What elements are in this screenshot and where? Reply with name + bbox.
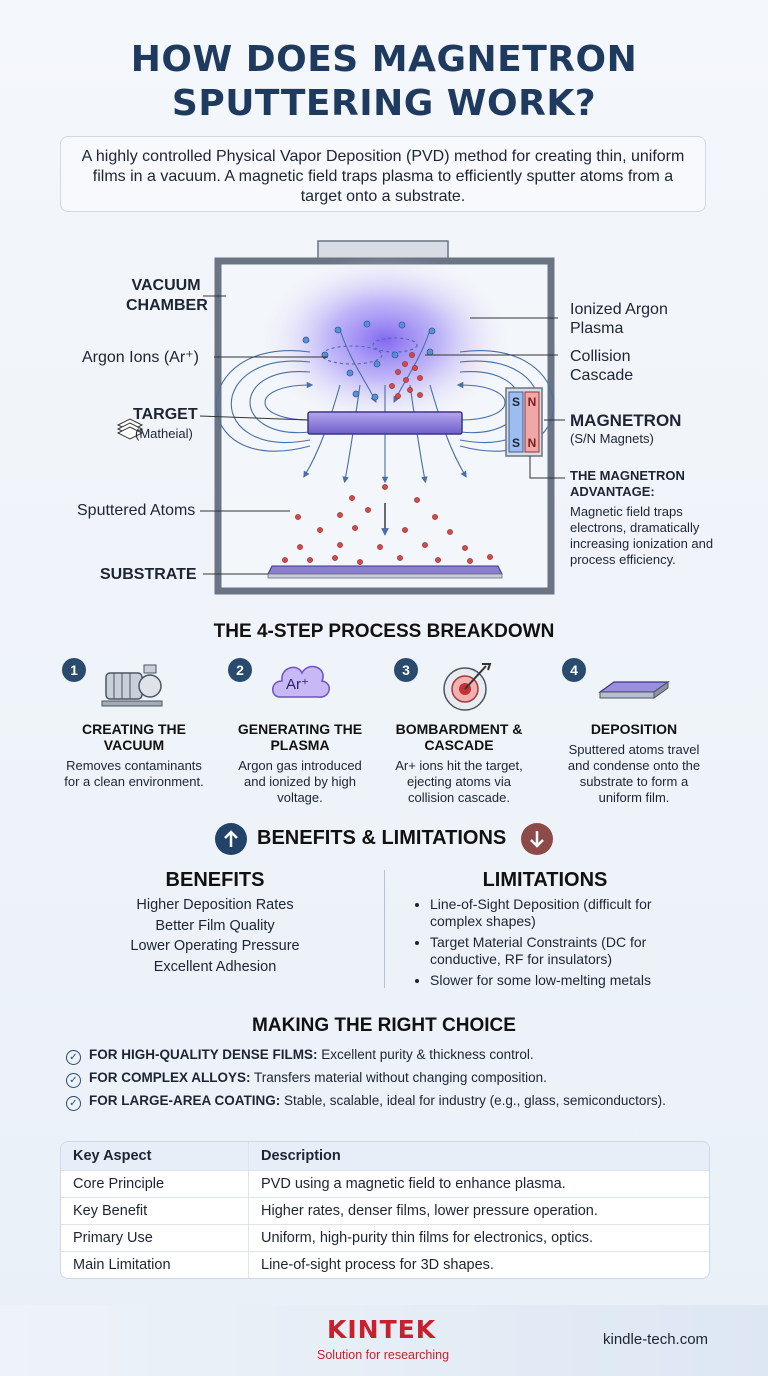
table-header: Description — [248, 1142, 709, 1171]
sputtering-diagram — [116, 240, 565, 595]
magnetron-label: MAGNETRON — [570, 411, 682, 430]
table-cell: Uniform, high-purity thin films for elec… — [248, 1224, 709, 1252]
table-cell: Higher rates, denser films, lower pressu… — [248, 1197, 709, 1225]
collision-cascade-label: Collision Cascade — [570, 348, 634, 384]
step-2-number: 2 — [228, 658, 252, 682]
brand-logo: KINTEK — [327, 1315, 437, 1344]
limitations-list: Line-of-Sight Deposition (difficult for … — [416, 896, 696, 993]
limitations-heading: LIMITATIONS — [482, 869, 608, 891]
divider — [384, 870, 385, 988]
argon-ions-label: Argon Ions (Ar⁺) — [82, 349, 199, 366]
deposition-film-icon — [598, 681, 670, 699]
table-header: Key Aspect — [61, 1142, 249, 1171]
substrate-label: SUBSTRATE — [100, 566, 197, 583]
substrate-plate — [267, 573, 503, 579]
target-icon — [443, 663, 492, 711]
target-sublabel: (Matheial) — [135, 426, 193, 441]
magnet-s-top: S — [511, 395, 520, 409]
arrow-up-icon — [215, 823, 247, 855]
intro-box: A highly controlled Physical Vapor Depos… — [60, 136, 706, 212]
choice-item: ✓FOR LARGE-AREA COATING: Stable, scalabl… — [66, 1092, 746, 1111]
step-3-desc: Ar+ ions hit the target, ejecting atoms … — [395, 758, 523, 805]
check-circle-icon: ✓ — [66, 1050, 81, 1065]
step-4-number: 4 — [562, 658, 586, 682]
table-cell: Core Principle — [61, 1170, 249, 1198]
table-row: Key Benefit Higher rates, denser films, … — [61, 1197, 709, 1225]
magnet-s-bottom: S — [511, 436, 520, 450]
footer-url[interactable]: kindle-tech.com — [603, 1331, 709, 1348]
plasma-label: Ionized Argon Plasma — [570, 301, 668, 337]
step-3-number: 3 — [394, 658, 418, 682]
magnetron-sublabel: (S/N Magnets) — [570, 431, 654, 446]
plasma-glow — [260, 255, 510, 425]
choice-item: ✓FOR COMPLEX ALLOYS: Transfers material … — [66, 1069, 746, 1088]
table-row: Main Limitation Line-of-sight process fo… — [61, 1251, 709, 1278]
step-1-desc: Removes contaminants for a clean environ… — [64, 758, 204, 789]
check-circle-icon: ✓ — [66, 1073, 81, 1088]
plasma-icon-text: Ar⁺ — [286, 676, 309, 693]
choice-list: ✓FOR HIGH-QUALITY DENSE FILMS: Excellent… — [66, 1046, 746, 1111]
page-title: HOW DOES MAGNETRON SPUTTERING WORK? — [130, 39, 638, 124]
target-label: TARGET — [133, 406, 198, 423]
collision-cascade — [389, 352, 423, 399]
table-row: Core Principle PVD using a magnetic fiel… — [61, 1170, 709, 1198]
steps-heading: THE 4-STEP PROCESS BREAKDOWN — [213, 621, 555, 642]
plasma-cloud-icon — [272, 665, 330, 698]
limitation-item: Line-of-Sight Deposition (difficult for … — [430, 896, 696, 930]
bl-heading: BENEFITS & LIMITATIONS — [257, 827, 507, 849]
benefit-item: Lower Operating Pressure — [130, 938, 300, 954]
magnet-n-top: N — [527, 395, 537, 409]
step-2-title: GENERATING THE PLASMA — [237, 721, 363, 753]
benefits-list: Higher Deposition Rates Better Film Qual… — [95, 895, 335, 977]
limitation-item: Slower for some low-melting metals — [430, 972, 696, 989]
magnet-n-bottom: N — [527, 436, 537, 450]
table-cell: PVD using a magnetic field to enhance pl… — [248, 1170, 709, 1198]
step-3-title: BOMBARDMENT & CASCADE — [395, 721, 523, 753]
step-1-title: CREATING THE VACUUM — [82, 721, 186, 753]
step-2-desc: Argon gas introduced and ionized by high… — [238, 758, 362, 805]
benefits-heading: BENEFITS — [165, 869, 265, 891]
check-circle-icon: ✓ — [66, 1096, 81, 1111]
footer — [0, 1305, 768, 1376]
benefit-item: Higher Deposition Rates — [136, 897, 294, 913]
sputtered-atoms-label: Sputtered Atoms — [77, 502, 196, 519]
table-cell: Key Benefit — [61, 1197, 249, 1225]
sputtered-atoms — [282, 484, 493, 565]
summary-table: Key Aspect Description Core Principle PV… — [60, 1141, 710, 1279]
table-cell: Primary Use — [61, 1224, 249, 1252]
limitation-item: Target Material Constraints (DC for cond… — [430, 934, 696, 968]
benefit-item: Better Film Quality — [155, 917, 275, 934]
vacuum-pump-icon — [101, 664, 163, 707]
table-cell: Line-of-sight process for 3D shapes. — [261, 1257, 494, 1273]
arrow-down-icon — [521, 823, 553, 855]
leader-lines — [199, 295, 565, 575]
step-1-number: 1 — [62, 658, 86, 682]
table-row: Primary Use Uniform, high-purity thin fi… — [61, 1224, 709, 1252]
table-cell: Main Limitation — [61, 1251, 249, 1278]
target-plate — [307, 411, 463, 435]
vacuum-chamber-label: VACUUM CHAMBER — [126, 277, 208, 314]
advantage-text: Magnetic field traps electrons, dramatic… — [570, 504, 714, 567]
layers-icon — [116, 418, 144, 440]
argon-ions — [302, 320, 436, 401]
choice-item: ✓FOR HIGH-QUALITY DENSE FILMS: Excellent… — [66, 1046, 746, 1065]
table-header-row: Key Aspect Description — [61, 1142, 709, 1171]
advantage-title: THE MAGNETRON ADVANTAGE: — [570, 468, 685, 499]
brand-tagline: Solution for researching — [317, 1348, 450, 1362]
step-4-desc: Sputtered atoms travel and condense onto… — [567, 742, 701, 805]
benefit-item: Excellent Adhesion — [153, 958, 277, 975]
step-4-title: DEPOSITION — [590, 721, 678, 737]
choice-heading: MAKING THE RIGHT CHOICE — [252, 1015, 516, 1036]
